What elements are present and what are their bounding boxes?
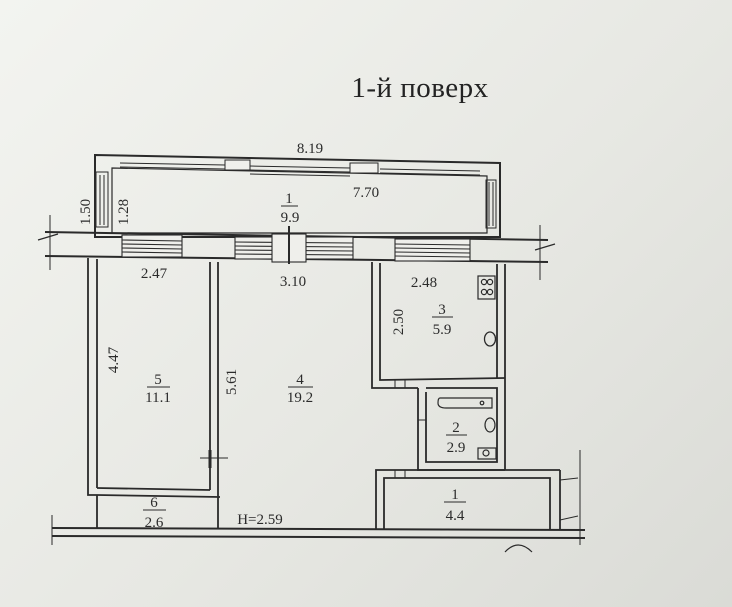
svg-text:11.1: 11.1	[145, 390, 171, 406]
sink-icon	[483, 331, 497, 347]
bathtub-icon	[437, 397, 493, 409]
room4-width: 3.10	[280, 274, 306, 290]
room-label-5: 5 11.1	[145, 372, 171, 406]
floor-title: 1-й поверх	[351, 72, 489, 104]
balcony-outer-length: 8.19	[297, 141, 323, 157]
svg-text:5: 5	[154, 372, 162, 388]
room3-length: 2.50	[391, 309, 407, 335]
balcony-inner-length: 7.70	[353, 185, 379, 201]
balcony	[94, 153, 501, 238]
room5-length: 4.47	[106, 346, 122, 373]
svg-text:2: 2	[452, 420, 460, 436]
room-label-4: 4 19.2	[287, 372, 313, 406]
svg-text:1: 1	[285, 191, 293, 207]
svg-text:2.9: 2.9	[447, 440, 466, 456]
room-label-1-balcony: 1 9.9	[281, 191, 300, 226]
entrance-door	[504, 544, 533, 553]
window-left	[121, 234, 183, 258]
balcony-glazing	[95, 159, 497, 229]
svg-text:4.4: 4.4	[446, 508, 465, 524]
window-middle	[234, 226, 354, 264]
room3-width: 2.48	[411, 275, 437, 291]
room4-length: 5.61	[224, 369, 240, 395]
svg-text:9.9: 9.9	[281, 210, 300, 226]
balcony-outer-depth: 1.50	[78, 199, 94, 225]
svg-text:3: 3	[438, 302, 446, 318]
room-label-2: 2 2.9	[446, 420, 467, 456]
room5-width: 2.47	[141, 266, 168, 282]
svg-text:1: 1	[451, 487, 459, 503]
svg-text:4: 4	[296, 372, 304, 388]
room-3-walls	[371, 262, 506, 470]
svg-text:19.2: 19.2	[287, 390, 313, 406]
room-label-3: 3 5.9	[432, 302, 453, 338]
room-label-1-hall: 1 4.4	[444, 487, 466, 524]
room-label-6: 6 2.6	[143, 495, 166, 531]
svg-text:5.9: 5.9	[433, 322, 452, 338]
balcony-inner-depth: 1.28	[116, 199, 132, 225]
room-6-walls	[96, 495, 219, 528]
window-right	[394, 238, 471, 262]
toilet-icon	[477, 417, 497, 460]
bottom-wall	[51, 515, 586, 545]
room-5-walls	[87, 258, 228, 498]
ceiling-height: H=2.59	[237, 512, 283, 528]
stove-icon	[477, 275, 496, 300]
svg-text:6: 6	[150, 495, 158, 511]
svg-text:2.6: 2.6	[145, 515, 164, 531]
